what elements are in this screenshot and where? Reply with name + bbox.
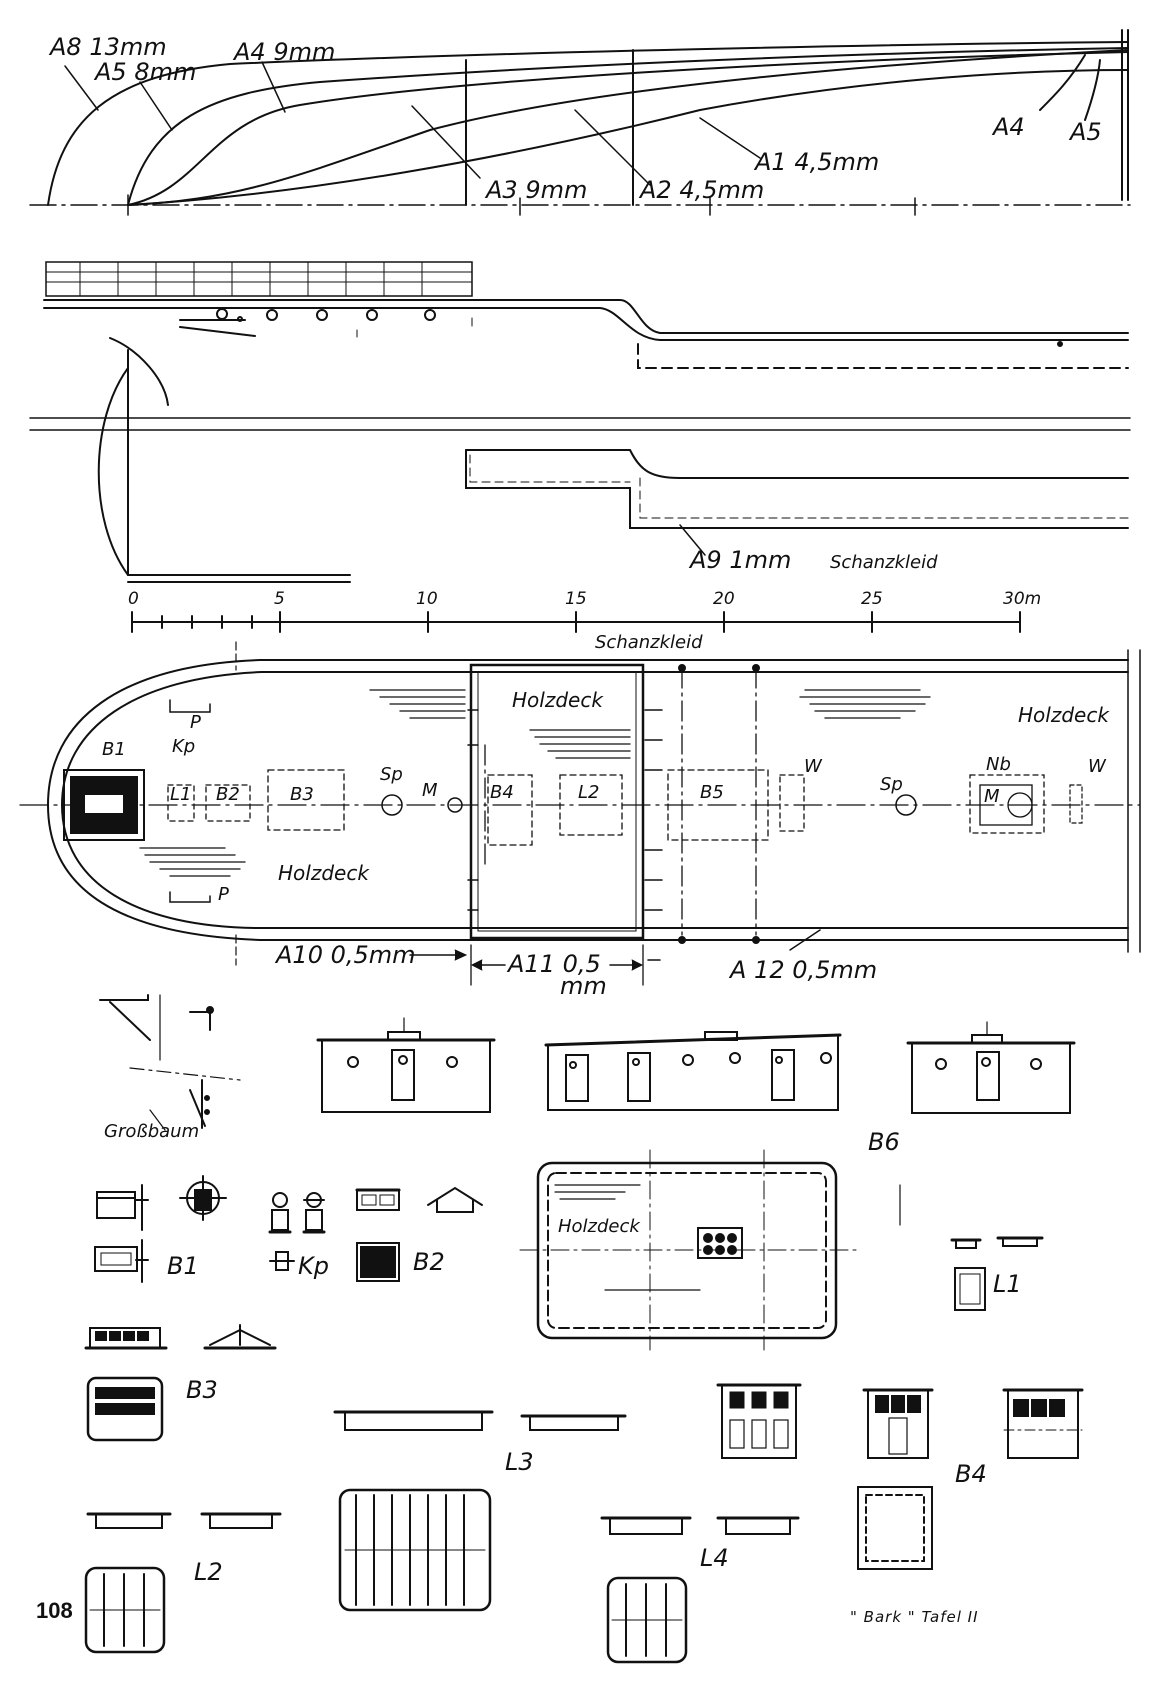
label-kp: Kp [298,1252,329,1280]
label-sp: Sp [380,764,403,785]
label-nb: Nb [986,754,1011,775]
label-a1: A1 4,5mm [753,148,879,176]
label-holzdeck: Holzdeck [558,1216,641,1237]
label-l3: L3 [505,1448,534,1476]
label-sp: Sp [880,774,903,795]
grossbaum-detail [99,994,241,1131]
label-holzdeck: Holzdeck [1018,703,1110,727]
scale-tick-label: 5 [274,589,285,609]
l4-detail [600,1516,800,1664]
label-kp: Kp [172,736,195,757]
scale-tick-label: 10 [416,589,438,609]
label-holzdeck: Holzdeck [278,861,370,885]
plate-caption: " Bark " Tafel II [850,1608,979,1626]
label-b3: B3 [186,1376,218,1404]
label-b1: B1 [167,1252,199,1280]
profile-labels: A8 13mm A5 8mm A4 9mm A4 A5 A3 9mm A2 4,… [48,33,1102,574]
label-a11: A11 0,5 [506,950,601,978]
label-a3: A3 9mm [484,176,587,204]
scale-labels: 0 5 10 15 20 25 30m [128,589,1041,609]
deck-labels: Schanzkleid Holzdeck Holzdeck Holzdeck B… [102,632,1110,1000]
b4-detail [716,1383,1084,1570]
bow-deck-plan [19,641,1141,986]
label-a5-top: A5 8mm [93,58,196,86]
label-w: W [804,756,823,777]
label-m: M [422,780,438,801]
holzdeck-hatch-plan [519,1149,901,1351]
label-w: W [1088,756,1107,777]
label-a4: A4 [991,113,1025,141]
label-b4: B4 [955,1460,987,1488]
label-l2: L2 [578,782,599,803]
label-a12: A 12 0,5mm [728,956,877,984]
label-a10: A10 0,5mm [274,941,416,969]
label-schanzkleid-deck: Schanzkleid [595,632,703,653]
detail-labels: Großbaum B6 B1 Kp B2 Holzdeck L1 B3 L3 B… [104,1121,1022,1586]
label-b6: B6 [868,1128,900,1156]
label-holzdeck: Holzdeck [512,688,604,712]
bow-side-elevation [29,261,1131,583]
l1-detail [950,1236,1044,1311]
scale-bar [131,611,1021,633]
label-p: P [218,884,229,905]
label-a5: A5 [1068,118,1102,146]
bow-plating-profile [29,29,1131,216]
label-a9: A9 1mm [688,546,791,574]
l3-detail [333,1410,627,1612]
label-schanzkleid-profile: Schanzkleid [830,552,938,573]
scale-tick-label: 30m [1003,589,1041,609]
label-b1: B1 [102,739,126,760]
label-p: P [190,712,201,733]
label-b5: B5 [700,782,724,803]
page-number: 108 [36,1598,73,1623]
b6-deckhouse-elevations [316,1017,1076,1114]
label-m: M [984,786,1000,807]
b1-kp-b2-fittings [94,1175,483,1283]
label-a2: A2 4,5mm [638,176,764,204]
label-a4-top: A4 9mm [232,38,335,66]
scale-tick-label: 15 [565,589,587,609]
label-l1: L1 [993,1270,1022,1298]
label-b2: B2 [413,1248,445,1276]
label-l1: L1 [170,784,191,805]
label-b2: B2 [216,784,240,805]
scale-tick-label: 20 [713,589,735,609]
label-a11-unit: mm [560,972,607,1000]
scale-tick-label: 25 [861,589,883,609]
label-a8: A8 13mm [48,33,167,61]
label-l2: L2 [194,1558,223,1586]
scale-tick-label: 0 [128,589,139,609]
label-grossbaum: Großbaum [104,1121,199,1142]
b3-detail [84,1324,277,1442]
label-b4: B4 [490,782,514,803]
label-l4: L4 [700,1544,729,1572]
l2-detail [84,1512,282,1654]
label-b3: B3 [290,784,314,805]
